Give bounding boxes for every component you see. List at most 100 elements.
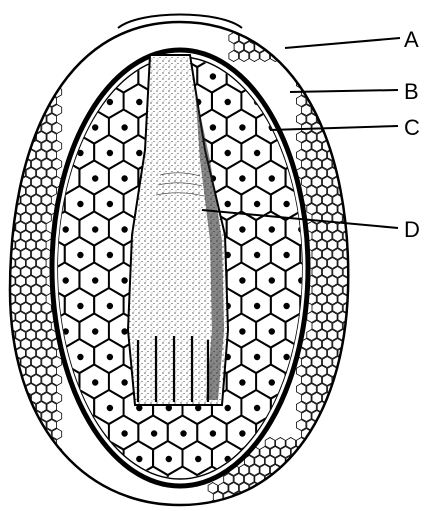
seed-coat-cell (11, 429, 21, 440)
seed-coat-cell (333, 141, 343, 152)
seed-coat-cell (348, 402, 358, 413)
seed-coat-cell (37, 438, 47, 449)
seed-coat-cell (281, 15, 291, 26)
cell-nucleus (239, 379, 245, 385)
seed-coat-cell (42, 483, 52, 494)
seed-coat-cell (343, 195, 353, 206)
seed-coat-cell (322, 105, 332, 116)
seed-coat-cell (0, 303, 10, 314)
seed-coat-cell (291, 51, 301, 62)
seed-coat-cell (348, 240, 358, 251)
seed-coat-cell (328, 420, 338, 431)
seed-coat-cell (343, 69, 353, 80)
seed-coat-cell (270, 483, 280, 494)
endosperm-cell (286, 467, 315, 500)
cell-nucleus (225, 405, 231, 411)
cell-nucleus (269, 379, 275, 385)
seed-coat-cell (26, 24, 36, 35)
seed-coat-cell (348, 276, 358, 287)
seed-coat-cell (26, 42, 36, 53)
seed-coat-cell (291, 33, 301, 44)
seed-coat-cell (16, 150, 26, 161)
seed-coat-cell (338, 132, 348, 143)
seed-coat-cell (0, 141, 10, 152)
seed-coat-cell (16, 402, 26, 413)
seed-coat-cell (21, 15, 31, 26)
seed-coat-cell (0, 447, 10, 458)
seed-coat-cell (21, 87, 31, 98)
seed-coat-cell (52, 51, 62, 62)
seed-coat-cell (31, 429, 41, 440)
seed-coat-cell (0, 267, 10, 278)
cell-nucleus (62, 481, 68, 487)
seed-coat-cell (296, 24, 306, 35)
seed-coat-cell (348, 366, 358, 377)
seed-coat-cell (37, 456, 47, 467)
seed-coat-cell (328, 78, 338, 89)
seed-coat-cell (291, 465, 301, 476)
seed-coat-cell (250, 15, 260, 26)
cell-nucleus (121, 124, 127, 130)
seed-coat-cell (11, 141, 21, 152)
seed-coat-cell (52, 447, 62, 458)
seed-coat-cell (328, 96, 338, 107)
seed-coat-cell (5, 60, 15, 71)
seed-coat-cell (255, 24, 265, 35)
seed-coat-cell (317, 96, 327, 107)
seed-coat-cell (317, 474, 327, 485)
seed-coat-cell (348, 96, 358, 107)
seed-coat-cell (47, 78, 57, 89)
cell-nucleus (225, 150, 231, 156)
seed-coat-cell (42, 465, 52, 476)
seed-coat-cell (333, 15, 343, 26)
seed-coat-cell (0, 393, 10, 404)
seed-coat-cell (5, 456, 15, 467)
seed-coat-cell (5, 204, 15, 215)
seed-coat-cell (333, 33, 343, 44)
seed-coat-cell (245, 492, 255, 503)
seed-coat-cell (307, 438, 317, 449)
cell-nucleus (151, 430, 157, 436)
seed-coat-cell (26, 78, 36, 89)
seed-coat-cell (11, 177, 21, 188)
seed-coat-cell (21, 429, 31, 440)
seed-coat-cell (11, 33, 21, 44)
seed-coat-cell (5, 186, 15, 197)
seed-coat-cell (11, 465, 21, 476)
seed-coat-cell (26, 492, 36, 503)
seed-coat-cell (5, 42, 15, 53)
seed-coat-cell (307, 492, 317, 503)
seed-coat-cell (348, 186, 358, 197)
cell-nucleus (92, 124, 98, 130)
seed-coat-cell (270, 501, 280, 511)
seed-coat-cell (343, 105, 353, 116)
seed-coat-cell (343, 177, 353, 188)
seed-coat-cell (26, 438, 36, 449)
cell-nucleus (239, 124, 245, 130)
seed-coat-cell (260, 501, 270, 511)
seed-coat-cell (11, 105, 21, 116)
seed-coat-cell (343, 447, 353, 458)
seed-coat-cell (307, 24, 317, 35)
seed-coat-cell (312, 429, 322, 440)
seed-coat-cell (276, 474, 286, 485)
seed-coat-cell (291, 483, 301, 494)
cell-nucleus (77, 201, 83, 207)
cell-nucleus (254, 201, 260, 207)
seed-coat-cell (26, 456, 36, 467)
seed-coat-cell (328, 132, 338, 143)
seed-coat-cell (0, 51, 10, 62)
cell-nucleus (254, 405, 260, 411)
seed-coat-cell (281, 33, 291, 44)
seed-coat-cell (0, 249, 10, 260)
seed-coat-cell (42, 33, 52, 44)
cell-nucleus (239, 328, 245, 334)
seed-coat-cell (343, 87, 353, 98)
cell-nucleus (180, 430, 186, 436)
seed-coat-cell (312, 33, 322, 44)
cell-nucleus (313, 48, 319, 54)
cell-nucleus (77, 303, 83, 309)
seed-coat-cell (348, 24, 358, 35)
seed-coat-cell (270, 33, 280, 44)
seed-coat-cell (322, 429, 332, 440)
